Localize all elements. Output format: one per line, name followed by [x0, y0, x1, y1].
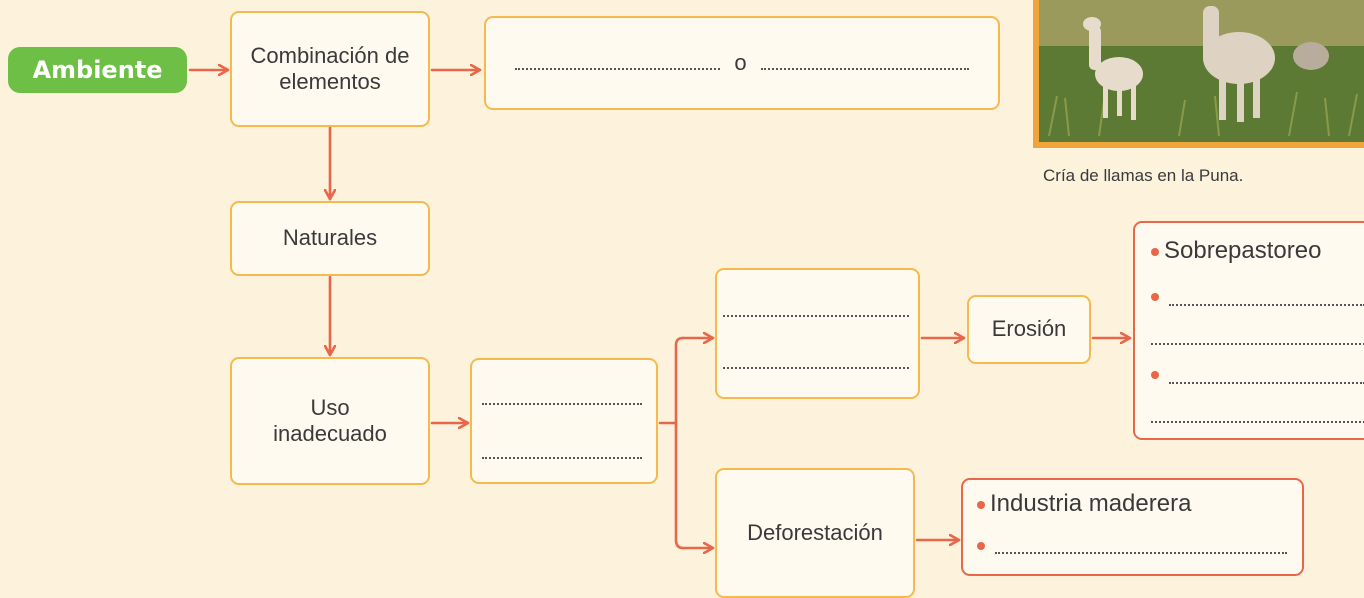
llamas-photo — [1033, 0, 1364, 148]
erosion-box: Erosión — [967, 295, 1091, 364]
combinacion-box: Combinación de elementos — [230, 11, 430, 127]
cause-blank-line-1[interactable] — [723, 315, 909, 317]
photo-caption: Cría de llamas en la Puna. — [1043, 166, 1244, 185]
llamas-image — [1039, 0, 1364, 142]
deforestation-cause-1: Industria maderera — [977, 490, 1191, 519]
blank-line-1[interactable] — [515, 68, 721, 70]
erosion-cause-1-text: Sobrepastoreo — [1164, 237, 1322, 264]
erosion-text: Erosión — [991, 316, 1067, 342]
deforestation-cause-blank-1[interactable] — [995, 552, 1287, 554]
bullet-icon — [977, 542, 985, 550]
bullet-icon — [1151, 247, 1159, 256]
deforestation-cause-1-text: Industria maderera — [990, 490, 1192, 517]
naturales-box: Naturales — [230, 201, 430, 276]
bullet-icon — [1151, 293, 1159, 301]
activity-blank-box — [470, 358, 658, 484]
combinacion-text: Combinación de elementos — [250, 42, 410, 94]
activity-blank-line-2[interactable] — [482, 457, 642, 459]
elements-blank-box: o — [484, 16, 1000, 110]
deforestacion-text: Deforestación — [747, 519, 883, 545]
cause-blank-line-2[interactable] — [723, 367, 909, 369]
naturales-text: Naturales — [282, 225, 378, 251]
erosion-causes-box: Sobrepastoreo — [1133, 221, 1364, 440]
erosion-cause-blank-1[interactable] — [1169, 304, 1364, 306]
uso-inadecuado-text: Uso inadecuado — [273, 394, 387, 446]
activity-blank-line-1[interactable] — [482, 403, 642, 405]
blank-line-2[interactable] — [760, 68, 969, 70]
bullet-icon — [977, 500, 985, 509]
deforestation-causes-box: Industria maderera — [961, 478, 1304, 576]
erosion-cause-blank-4[interactable] — [1151, 421, 1364, 423]
deforestacion-box: Deforestación — [715, 468, 915, 598]
erosion-cause-blank-3[interactable] — [1169, 382, 1364, 384]
bullet-icon — [1151, 371, 1159, 379]
ambiente-label: Ambiente — [8, 47, 187, 93]
erosion-cause-blank-2[interactable] — [1151, 343, 1364, 345]
cause-blank-box — [715, 268, 920, 399]
erosion-cause-1: Sobrepastoreo — [1151, 237, 1321, 266]
uso-inadecuado-box: Uso inadecuado — [230, 357, 430, 485]
branch-line — [658, 336, 685, 550]
connector-o: o — [734, 49, 747, 75]
